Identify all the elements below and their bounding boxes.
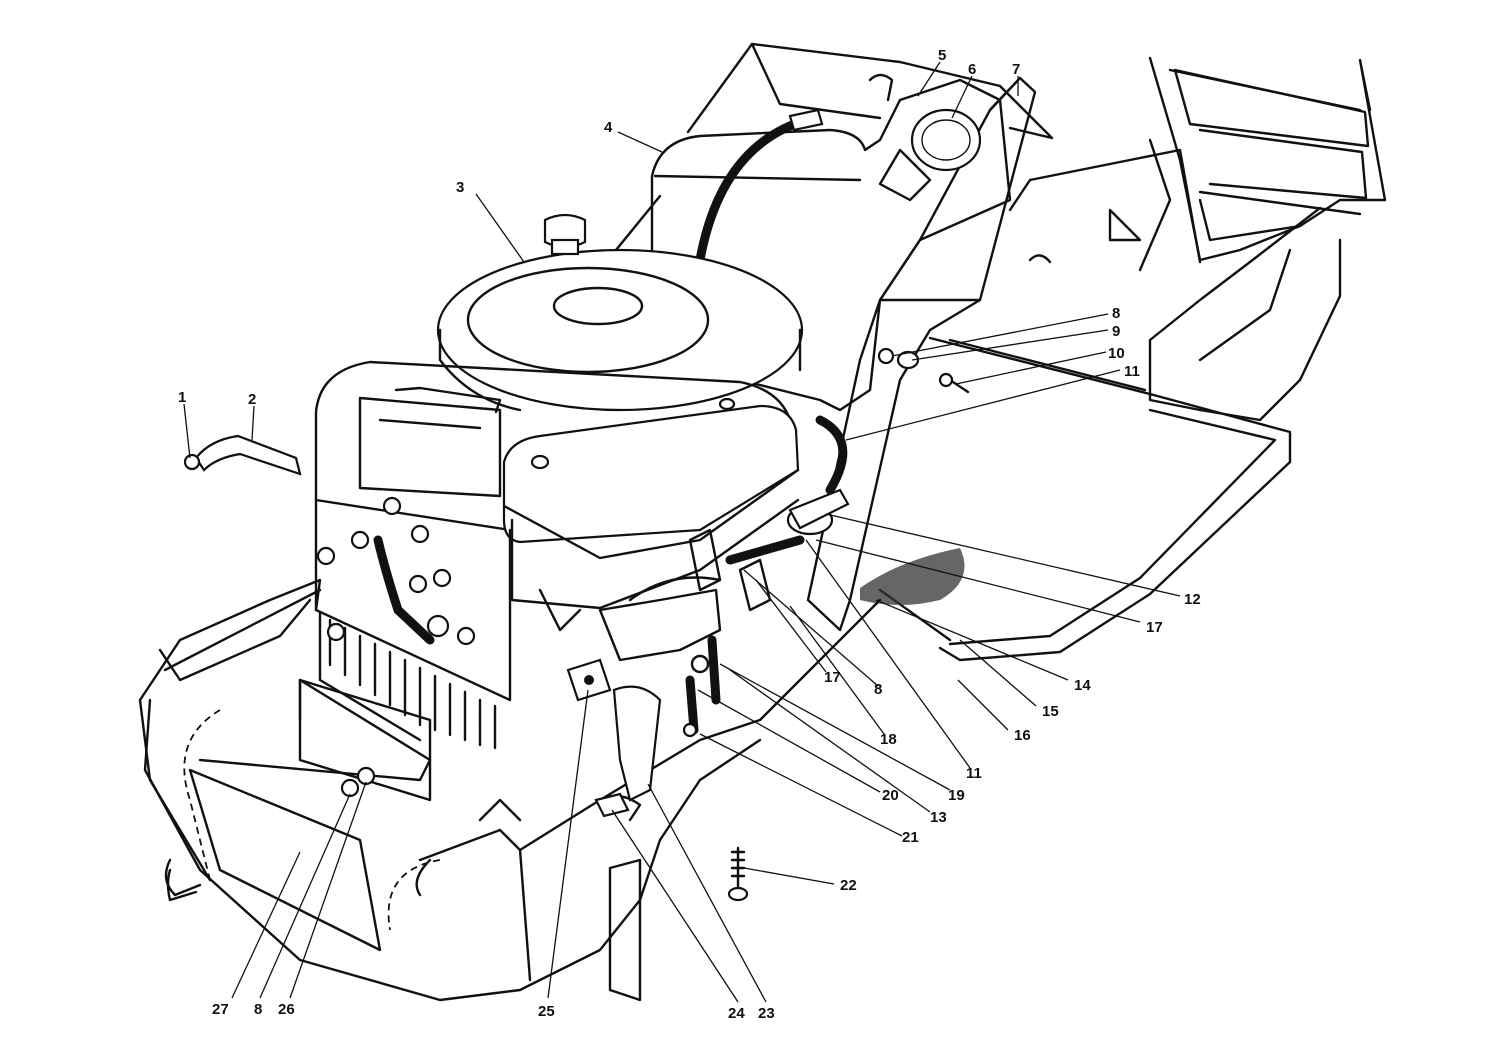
part-label-12: 12: [1184, 591, 1201, 608]
leader-8a: [891, 313, 1109, 357]
part-label-17a: 17: [1146, 619, 1163, 636]
part-label-22: 22: [840, 877, 857, 894]
leader-20: [697, 689, 881, 793]
part-label-14: 14: [1074, 677, 1091, 694]
tractor-engine-illustration: [138, 42, 1387, 1002]
part-label-8b: 8: [874, 681, 882, 698]
part-label-1: 1: [178, 389, 186, 406]
leader-13: [729, 669, 931, 813]
part-label-5: 5: [938, 47, 946, 64]
part-label-6: 6: [968, 61, 976, 78]
part-label-8c: 8: [254, 1001, 262, 1018]
leader-8b: [743, 569, 879, 687]
leader-18: [789, 605, 885, 735]
part-label-11b: 11: [966, 765, 982, 782]
leader-24: [611, 809, 739, 1003]
part-label-3: 3: [456, 179, 464, 196]
leader-21: [699, 733, 903, 837]
part-label-13: 13: [930, 809, 947, 826]
part-label-7: 7: [1012, 61, 1020, 78]
leader-1: [183, 403, 191, 459]
leader-11a: [845, 369, 1121, 441]
leader-11b: [805, 539, 971, 769]
leader-2: [251, 405, 255, 441]
part-label-16: 16: [1014, 727, 1031, 744]
leader-12: [825, 513, 1181, 597]
leader-6: [951, 75, 973, 119]
leader-lines: [183, 61, 1181, 1003]
part-label-25: 25: [538, 1003, 555, 1020]
leader-26: [289, 781, 367, 999]
part-label-26: 26: [278, 1001, 295, 1018]
leader-8c: [259, 793, 351, 999]
leader-23: [647, 783, 767, 1003]
leader-9: [911, 329, 1109, 361]
part-label-23: 23: [758, 1005, 775, 1022]
part-label-18: 18: [880, 731, 897, 748]
part-label-11: 11: [1124, 363, 1140, 380]
leader-17b: [755, 579, 827, 673]
part-label-4: 4: [604, 119, 613, 136]
leader-10: [955, 351, 1107, 385]
part-label-19: 19: [948, 787, 965, 804]
part-label-21: 21: [902, 829, 919, 846]
part-label-9: 9: [1112, 323, 1120, 340]
part-label-2: 2: [248, 391, 256, 408]
leader-3: [475, 193, 525, 263]
leader-27: [231, 851, 301, 999]
leader-16: [957, 679, 1009, 731]
leader-19: [719, 663, 951, 791]
part-number-labels: 1 2 3 4 5 6 7 8 9 10 11 12 17 14 15 16 1…: [178, 47, 1201, 1022]
part-label-17b: 17: [824, 669, 841, 686]
part-label-8: 8: [1112, 305, 1120, 322]
leader-17a: [815, 539, 1141, 623]
leader-4: [617, 131, 663, 153]
leader-15: [959, 639, 1037, 707]
leader-5: [917, 61, 941, 97]
part-label-24: 24: [728, 1005, 745, 1022]
part-label-10: 10: [1108, 345, 1125, 362]
leader-22: [743, 867, 835, 885]
part-label-27: 27: [212, 1001, 229, 1018]
part-label-15: 15: [1042, 703, 1059, 720]
leader-25: [547, 689, 589, 999]
part-label-20: 20: [882, 787, 899, 804]
leader-14: [875, 599, 1069, 681]
